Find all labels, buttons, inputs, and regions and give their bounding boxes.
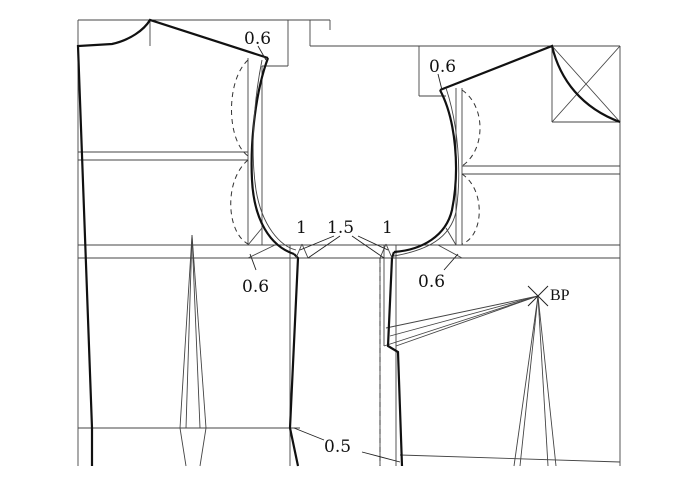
side-center-label: 1.5 bbox=[327, 218, 354, 238]
bust-point-label: BP bbox=[550, 287, 570, 304]
shoulder-left-label: 0.6 bbox=[244, 29, 271, 49]
bust-point-cross bbox=[527, 285, 549, 307]
side-right-label: 1 bbox=[382, 218, 393, 238]
armhole-secondary-lines bbox=[252, 59, 460, 259]
label-leader-lines bbox=[249, 45, 459, 463]
side-left-label: 1 bbox=[296, 218, 307, 238]
bust-darts bbox=[383, 295, 557, 467]
armhole-right-label: 0.6 bbox=[418, 272, 445, 292]
shoulder-right-label: 0.6 bbox=[429, 57, 456, 77]
armhole-left-label: 0.6 bbox=[242, 277, 269, 297]
dashed-armhole-curves bbox=[230, 59, 481, 466]
waist-label: 0.5 bbox=[324, 437, 351, 457]
back-waist-dart bbox=[179, 234, 207, 467]
pattern-outline bbox=[76, 18, 621, 467]
guide-lines bbox=[77, 19, 621, 466]
